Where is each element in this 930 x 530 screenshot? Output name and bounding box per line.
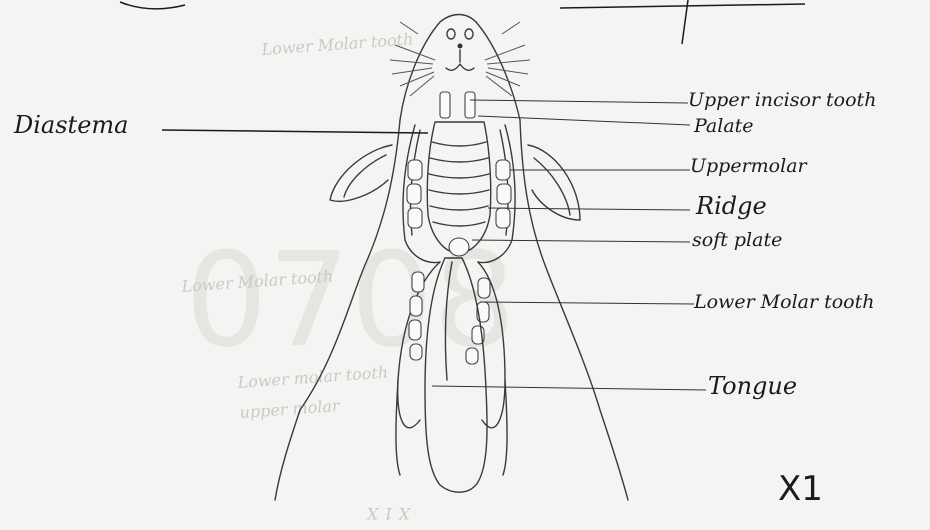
- label-soft-plate: soft plate: [692, 229, 782, 251]
- label-ridge: Ridge: [695, 192, 767, 220]
- leader-palate: [478, 116, 690, 125]
- snout-outline: [400, 15, 520, 121]
- label-upper-molar: Uppermolar: [690, 155, 809, 177]
- label-palate: Palate: [693, 115, 754, 137]
- leader-tongue: [432, 386, 706, 390]
- leader-ridge: [488, 208, 690, 210]
- ear-left: [330, 145, 392, 201]
- upper-incisor-left: [440, 92, 450, 118]
- svg-text:Lower Molar tooth: Lower Molar tooth: [260, 29, 414, 59]
- magnification-label: X1: [778, 469, 823, 509]
- top-underline: [560, 4, 805, 8]
- svg-text:X 1 X: X 1 X: [366, 504, 412, 523]
- nostril-left: [447, 29, 455, 39]
- label-lower-molar: Lower Molar tooth: [693, 291, 875, 313]
- leader-diastema: [162, 130, 428, 133]
- upper-incisor-right: [465, 92, 475, 118]
- top-ink-fragment: [120, 2, 185, 9]
- leader-upper-incisor: [470, 100, 688, 103]
- label-tongue: Tongue: [708, 372, 797, 400]
- label-upper-incisor: Upper incisor tooth: [688, 89, 876, 111]
- nostril-right: [465, 29, 473, 39]
- upper-molars-right: [496, 160, 511, 228]
- upper-molars-left: [407, 160, 422, 228]
- soft-palate: [449, 238, 469, 256]
- palatal-ridges: [429, 142, 489, 226]
- svg-text:upper molar: upper molar: [239, 396, 342, 422]
- label-diastema: Diastema: [13, 111, 128, 139]
